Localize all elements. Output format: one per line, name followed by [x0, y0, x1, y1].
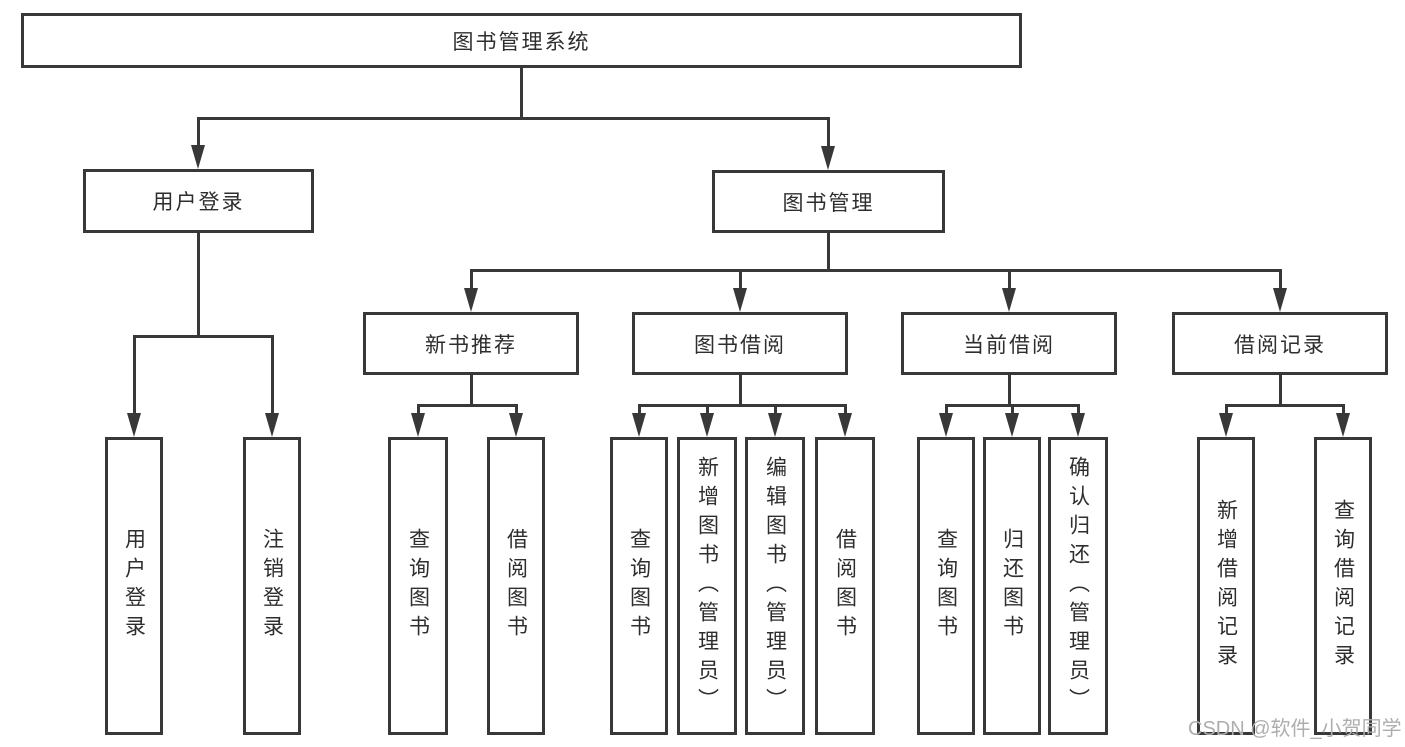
connector-g2-query-shaft — [638, 404, 641, 416]
connector-borrow-records-trunk — [1279, 373, 1282, 407]
arrow-down-g3-query-icon — [939, 413, 953, 437]
node-g4-query-borrow-record: 查询借阅记录 — [1314, 437, 1372, 735]
node-g4-add-borrow-record: 新增借阅记录 — [1197, 437, 1255, 735]
node-book-management: 图书管理 — [712, 170, 945, 233]
node-g3-query-books: 查询图书 — [917, 437, 975, 735]
connector-g2-add-shaft — [706, 404, 709, 416]
connector-book-borrow-trunk — [739, 373, 742, 407]
node-g3-confirm-return-admin: 确认归还（管理员） — [1048, 437, 1108, 735]
connector-borrow-records-children-horizontal — [1225, 404, 1345, 407]
connector-g2-edit-shaft — [774, 404, 777, 416]
node-library-management-system: 图书管理系统 — [21, 13, 1022, 68]
connector-g3-query-shaft — [945, 404, 948, 416]
arrow-down-g4-add-icon — [1219, 413, 1233, 437]
connector-user-login-children-horizontal — [133, 335, 274, 338]
connector-level2-horizontal — [470, 269, 1282, 272]
arrow-down-g3-confirm-icon — [1071, 413, 1085, 437]
node-g1-borrow-books: 借阅图书 — [487, 437, 545, 735]
arrow-down-g2-query-icon — [632, 413, 646, 437]
connector-g1-query-shaft — [417, 404, 420, 416]
connector-login-action-shaft — [133, 335, 136, 417]
arrow-down-book-borrow-icon — [733, 288, 747, 312]
arrow-down-g3-return-icon — [1005, 413, 1019, 437]
connector-g2-borrow-shaft — [844, 404, 847, 416]
node-g2-add-books-admin: 新增图书（管理员） — [677, 437, 737, 735]
connector-new-book-trunk — [470, 373, 473, 407]
node-g2-borrow-books: 借阅图书 — [815, 437, 875, 735]
arrow-down-current-borrow-icon — [1002, 288, 1016, 312]
arrow-down-g4-query-icon — [1336, 413, 1350, 437]
connector-user-login-shaft — [197, 117, 200, 148]
connector-g3-return-shaft — [1011, 404, 1014, 416]
node-g3-return-books: 归还图书 — [983, 437, 1041, 735]
connector-book-management-shaft — [827, 117, 830, 149]
connector-new-book-shaft — [470, 269, 473, 292]
node-logout-action: 注销登录 — [243, 437, 301, 735]
arrow-down-g1-borrow-icon — [509, 413, 523, 437]
arrow-down-new-book-icon — [464, 288, 478, 312]
connector-book-borrow-children-horizontal — [638, 404, 847, 407]
connector-user-login-trunk — [197, 231, 200, 338]
connector-level1-horizontal — [197, 117, 830, 120]
node-current-borrow: 当前借阅 — [901, 312, 1117, 375]
arrow-down-borrow-records-icon — [1273, 288, 1287, 312]
node-g1-query-books: 查询图书 — [388, 437, 448, 735]
connector-g4-query-shaft — [1342, 404, 1345, 416]
node-g2-query-books: 查询图书 — [610, 437, 668, 735]
arrow-down-g2-borrow-icon — [838, 413, 852, 437]
node-book-borrow: 图书借阅 — [632, 312, 848, 375]
node-borrow-records: 借阅记录 — [1172, 312, 1388, 375]
arrow-down-g2-edit-icon — [768, 413, 782, 437]
arrow-down-logout-action-icon — [265, 413, 279, 437]
connector-borrow-records-shaft — [1279, 269, 1282, 292]
arrow-down-book-management-icon — [821, 146, 835, 170]
connector-root-trunk — [520, 67, 523, 119]
arrow-down-g1-query-icon — [411, 413, 425, 437]
connector-g3-confirm-shaft — [1077, 404, 1080, 416]
node-new-book-recommend: 新书推荐 — [363, 312, 579, 375]
connector-book-management-trunk — [827, 231, 830, 272]
connector-logout-action-shaft — [271, 335, 274, 417]
arrow-down-login-action-icon — [127, 413, 141, 437]
node-user-login: 用户登录 — [83, 169, 314, 233]
node-g2-edit-books-admin: 编辑图书（管理员） — [745, 437, 805, 735]
arrow-down-user-login-icon — [191, 145, 205, 169]
arrow-down-g2-add-icon — [700, 413, 714, 437]
node-user-login-action: 用户登录 — [105, 437, 163, 735]
connector-book-borrow-shaft — [739, 269, 742, 292]
connector-g4-add-shaft — [1225, 404, 1228, 416]
watermark: CSDN @软件_小贺同学 — [1188, 718, 1402, 740]
connector-current-borrow-trunk — [1008, 373, 1011, 407]
connector-g1-borrow-shaft — [515, 404, 518, 416]
connector-new-book-children-horizontal — [417, 404, 518, 407]
connector-current-borrow-shaft — [1008, 269, 1011, 292]
